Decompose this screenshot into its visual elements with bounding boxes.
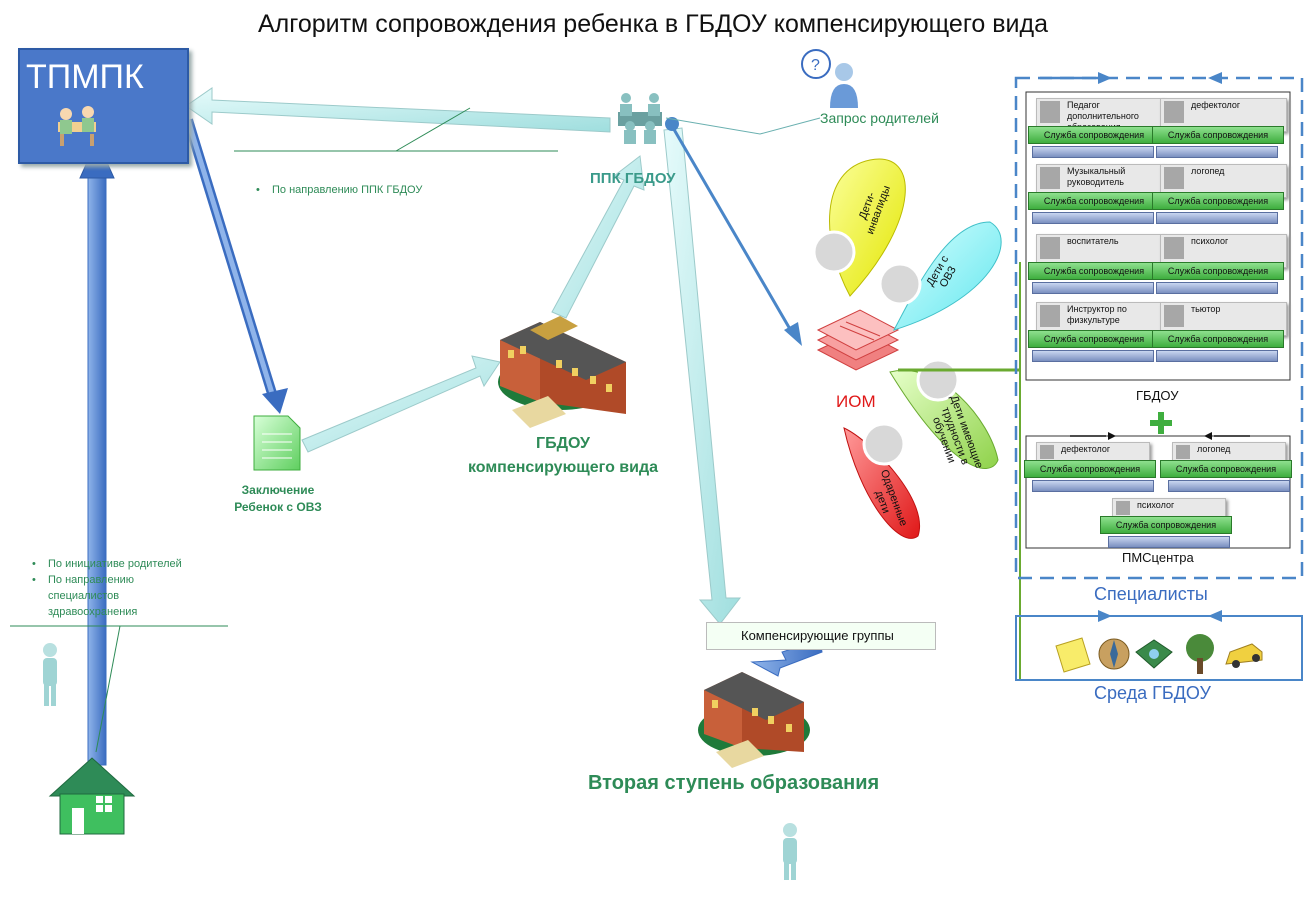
specialist-name: дефектолог (1061, 444, 1111, 454)
specialist-name: логопед (1197, 444, 1231, 454)
specialist-name: логопед (1191, 166, 1225, 176)
service-bar-shadow (1156, 212, 1278, 224)
gbdou-line: ГБДОУ (536, 435, 590, 452)
specialist-name: психолог (1191, 236, 1229, 246)
arrow-ppk-to-tpmpk (185, 87, 611, 133)
meeting-icon (618, 93, 662, 144)
tree-icon (1186, 634, 1214, 674)
comp-groups-label: Компенсирующие группы (741, 628, 894, 643)
environment-frame (1015, 615, 1303, 681)
avatar-icon (1164, 305, 1184, 327)
arrow-ppk-to-groups (663, 127, 742, 625)
conclusion-line: Ребенок с ОВЗ (234, 500, 322, 514)
plus-sign (1150, 412, 1172, 434)
gbdou-specialists-label: ГБДОУ (1136, 388, 1179, 403)
service-bar-shadow (1168, 480, 1290, 492)
building-icon (498, 316, 626, 428)
child-avatar-icons (812, 230, 960, 466)
conclusion-line: Заключение (241, 483, 315, 497)
note-icon (1055, 637, 1091, 673)
avatar-icon (1040, 101, 1060, 123)
arrow-conclusion-to-gbdou (301, 355, 501, 453)
service-bar-shadow (1032, 350, 1154, 362)
diagram-title: Алгоритм сопровождения ребенка в ГБДОУ к… (258, 10, 1048, 38)
specialist-name: Инструктор по физкультуре (1067, 304, 1127, 325)
avatar-icon (1040, 445, 1054, 459)
service-bar-shadow (1108, 536, 1230, 548)
service-bar: Служба сопровождения (1152, 330, 1284, 348)
specialist-name: дефектолог (1191, 100, 1241, 110)
school-building-icon (698, 672, 810, 768)
service-bar: Служба сопровождения (1028, 192, 1160, 210)
service-bar: Служба сопровождения (1152, 192, 1284, 210)
compass-icon (1098, 638, 1130, 670)
service-bar: Служба сопровождения (1152, 126, 1284, 144)
arrow-gbdou-to-ppk (551, 155, 645, 319)
service-bar-shadow (1032, 146, 1154, 158)
avatar-icon (1040, 305, 1060, 327)
papers-icon (816, 309, 900, 371)
service-bar: Служба сопровождения (1028, 330, 1160, 348)
note-item: По направлению специалистов здравоохране… (32, 572, 158, 620)
gbdou-line: компенсирующего вида (467, 459, 659, 476)
service-bar-shadow (1156, 146, 1278, 158)
avatar-icon (1040, 167, 1060, 189)
ppk-direction-note: По направлению ППК ГБДОУ (254, 182, 422, 198)
document-icon (253, 415, 301, 471)
map-icon (1135, 639, 1173, 669)
service-bar: Служба сопровождения (1028, 262, 1160, 280)
arrow-tpmpk-to-conclusion (183, 118, 288, 414)
arrow-home-to-tpmpk (79, 138, 115, 766)
specialist-name: психолог (1137, 500, 1175, 510)
avatar-icon (1164, 167, 1184, 189)
service-bar-shadow (1032, 282, 1154, 294)
avatar-icon (1176, 445, 1190, 459)
comp-groups-box: Компенсирующие группы (706, 622, 936, 650)
petal-ovz (893, 221, 1002, 331)
arrow-ppk-to-iom (665, 117, 802, 346)
person-figure-icon (43, 643, 57, 706)
gbdou-comp-label: ГБДОУ компенсирующего вида (448, 432, 678, 480)
car-icon (1225, 643, 1263, 668)
specialist-name: тьютор (1191, 304, 1221, 314)
student-figure-icon (783, 823, 797, 880)
tpmpk-meeting-icon (58, 106, 96, 146)
conclusion-label: Заключение Ребенок с ОВЗ (218, 482, 338, 516)
avatar-icon (1164, 237, 1184, 259)
parent-question-icon: ? (801, 49, 858, 108)
specialist-name: Музыкальный руководитель (1067, 166, 1126, 187)
iom-label: ИОМ (836, 392, 876, 411)
avatar-icon (1164, 101, 1184, 123)
environment-label: Среда ГБДОУ (1094, 683, 1211, 703)
service-bar: Служба сопровождения (1160, 460, 1292, 478)
tpmpk-label: ТПМПК (26, 58, 144, 96)
note-item: По инициативе родителей (32, 556, 230, 572)
specialists-frame (1014, 76, 1304, 580)
tpmpk-box (18, 48, 189, 164)
specialist-name: воспитатель (1067, 236, 1119, 246)
service-bar: Служба сопровождения (1024, 460, 1156, 478)
service-bar: Служба сопровождения (1100, 516, 1232, 534)
service-bar: Служба сопровождения (1152, 262, 1284, 280)
service-bar-shadow (1156, 282, 1278, 294)
service-bar-shadow (1032, 480, 1154, 492)
pms-label: ПМСцентра (1122, 550, 1194, 565)
second-stage-label: Вторая ступень образования (588, 772, 880, 794)
avatar-icon (1116, 501, 1130, 515)
ppk-label: ППК ГБДОУ (590, 170, 676, 187)
svg-text:?: ? (811, 57, 820, 74)
left-notes: По инициативе родителей По направлению с… (30, 556, 230, 620)
specialists-label: Специалисты (1094, 584, 1208, 604)
avatar-icon (1040, 237, 1060, 259)
note-item: По направлению ППК ГБДОУ (256, 182, 422, 198)
service-bar-shadow (1032, 212, 1154, 224)
house-icon (48, 757, 136, 835)
service-bar-shadow (1156, 350, 1278, 362)
service-bar: Служба сопровождения (1028, 126, 1160, 144)
parent-request-label: Запрос родителей (820, 110, 939, 126)
